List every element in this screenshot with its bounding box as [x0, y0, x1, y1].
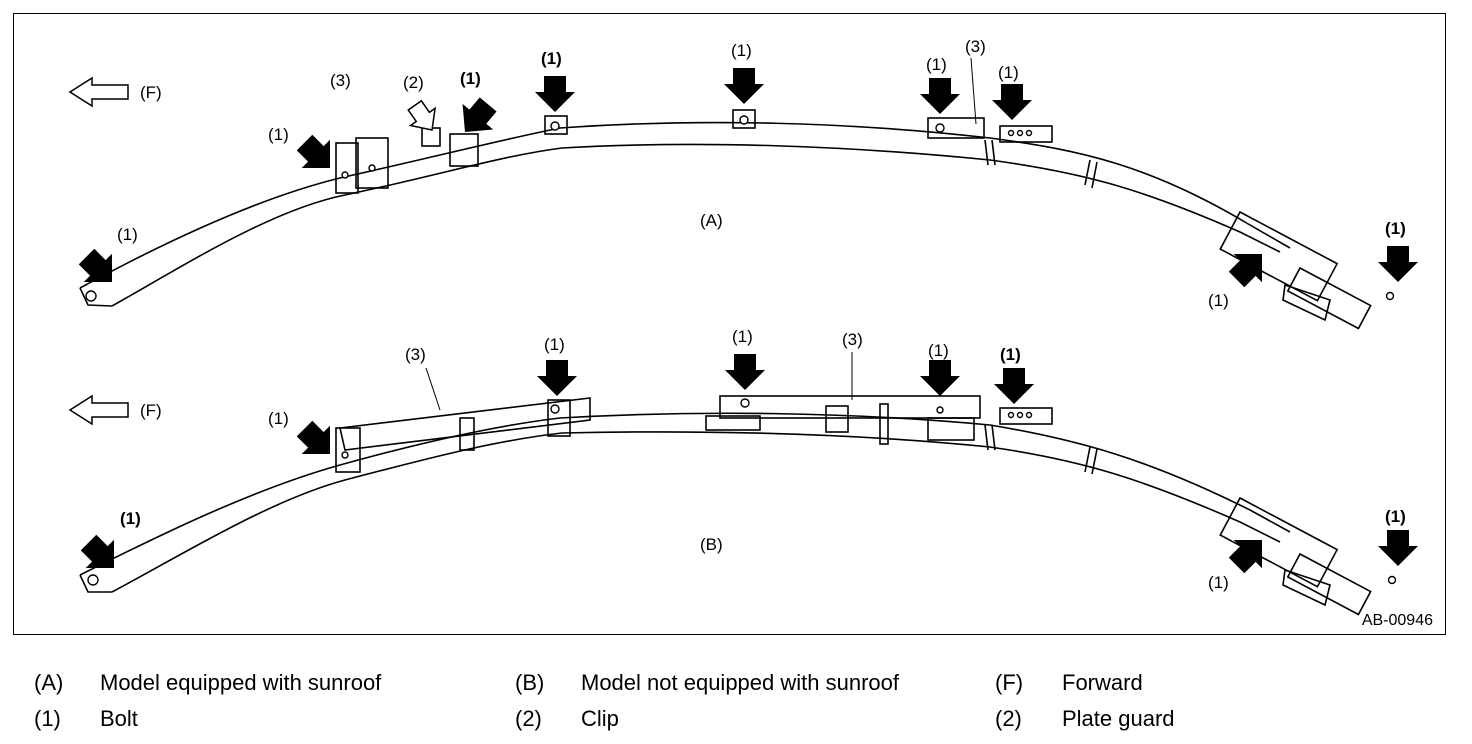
legend-text-1: Bolt: [100, 706, 138, 731]
legend-key-f: (F): [995, 670, 1024, 695]
callout-labels-b: (1) (1) (3) (1) (1) (3) (1) (1) (1) (1): [120, 327, 1406, 592]
forward-arrow-icon: [68, 394, 129, 426]
bolt-callout-arrow-icon: [1378, 530, 1418, 566]
airbag-module-a: [79, 109, 1372, 330]
bolt-callout-arrow-icon: [535, 76, 575, 112]
bolt-callout-arrow-icon: [724, 68, 764, 104]
legend-text-3: Plate guard: [1062, 706, 1175, 731]
callout-bolt-label: (1): [731, 41, 752, 60]
bolt-callout-arrow-icon: [725, 354, 765, 390]
callout-item3-label: (3): [405, 345, 426, 364]
callout-item3-label: (3): [842, 330, 863, 349]
callout-clip-label: (2): [403, 73, 424, 92]
legend-key-b: (B): [515, 670, 545, 695]
curtain-airbag-diagram: (F): [68, 37, 1418, 616]
leader-line: [425, 367, 441, 411]
view-b: (F): [68, 327, 1418, 616]
callout-item3-label: (3): [330, 71, 351, 90]
forward-arrow-icon: [68, 76, 129, 108]
legend-text-f: Forward: [1062, 670, 1143, 695]
callout-bolt-label: (1): [1385, 219, 1406, 238]
view-a-label: (A): [700, 211, 723, 230]
bolt-holes-b: [87, 398, 1397, 586]
bolt-callout-arrow-icon: [920, 360, 960, 396]
callout-bolt-label: (1): [732, 327, 753, 346]
bolt-callout-arrow-icon: [449, 91, 504, 145]
bolt-callout-arrow-icon: [920, 78, 960, 114]
callout-bolt-label: (1): [1385, 507, 1406, 526]
bolt-holes-a: [85, 115, 1395, 302]
callout-item3-label: (3): [965, 37, 986, 56]
airbag-module-b: [79, 395, 1372, 616]
legend-text-2: Clip: [581, 706, 619, 731]
clip-arrow-a: [401, 96, 446, 140]
bolt-callout-arrow-icon: [537, 360, 577, 396]
bolt-callout-arrow-icon: [994, 368, 1034, 404]
bolt-callout-arrow-icon: [1222, 525, 1277, 580]
leader-line: [970, 57, 977, 125]
legend-text-a: Model equipped with sunroof: [100, 670, 382, 695]
callout-labels-a: (1) (1) (3) (2) (1) (1) (1) (1) (3) (1) …: [117, 37, 1406, 310]
callout-bolt-label: (1): [120, 509, 141, 528]
callout-bolt-label: (1): [460, 69, 481, 88]
legend-key-2: (2): [515, 706, 542, 731]
bolt-arrows-b: [74, 354, 1418, 583]
forward-label: (F): [140, 83, 162, 102]
callout-bolt-label: (1): [268, 409, 289, 428]
callout-bolt-label: (1): [541, 49, 562, 68]
legend-key-a: (A): [34, 670, 64, 695]
bolt-arrows-a: [72, 68, 1418, 297]
callout-bolt-label: (1): [1000, 345, 1021, 364]
callout-bolt-label: (1): [1208, 573, 1229, 592]
bolt-callout-arrow-icon: [1222, 239, 1277, 294]
callout-bolt-label: (1): [928, 341, 949, 360]
view-b-label: (B): [700, 535, 723, 554]
callout-bolt-label: (1): [998, 63, 1019, 82]
legend-key-1: (1): [34, 706, 61, 731]
view-a: (F): [68, 37, 1418, 330]
callout-bolt-label: (1): [117, 225, 138, 244]
figure-id: AB-00946: [1361, 612, 1433, 629]
diagram-frame: AB-00946: [13, 13, 1446, 635]
forward-label: (F): [140, 401, 162, 420]
legend-text-b: Model not equipped with sunroof: [581, 670, 899, 695]
callout-bolt-label: (1): [544, 335, 565, 354]
bolt-callout-arrow-icon: [992, 84, 1032, 120]
legend-key-3: (2): [995, 706, 1022, 731]
callout-bolt-label: (1): [926, 55, 947, 74]
callout-bolt-label: (1): [268, 125, 289, 144]
bolt-callout-arrow-icon: [1378, 246, 1418, 282]
callout-bolt-label: (1): [1208, 291, 1229, 310]
